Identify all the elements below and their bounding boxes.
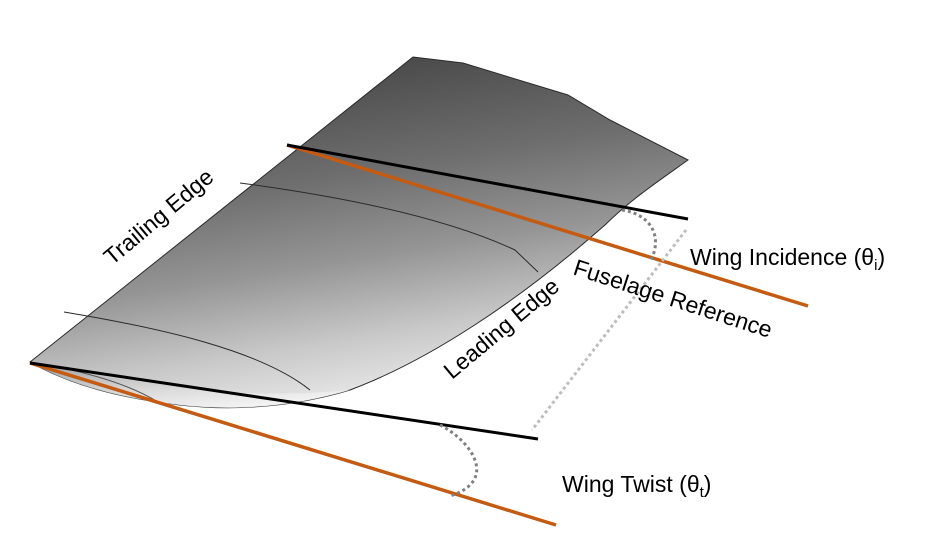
fuselage-reference-line-root bbox=[286, 143, 809, 308]
wing-incidence-label: Wing Incidence (θi) bbox=[690, 244, 885, 274]
twist-angle-arc bbox=[439, 423, 479, 498]
root-chord-line bbox=[286, 143, 689, 221]
fuselage-reference-line-tip bbox=[29, 361, 557, 527]
wing-panel-line bbox=[239, 182, 539, 273]
incidence-angle-arc bbox=[621, 208, 657, 263]
twist-projection-line bbox=[530, 229, 688, 431]
wing-twist-label: Wing Twist (θt) bbox=[562, 471, 711, 501]
tip-chord-line bbox=[29, 361, 539, 441]
wing-tip-surface bbox=[30, 362, 350, 408]
wing-panel-line bbox=[63, 311, 311, 391]
